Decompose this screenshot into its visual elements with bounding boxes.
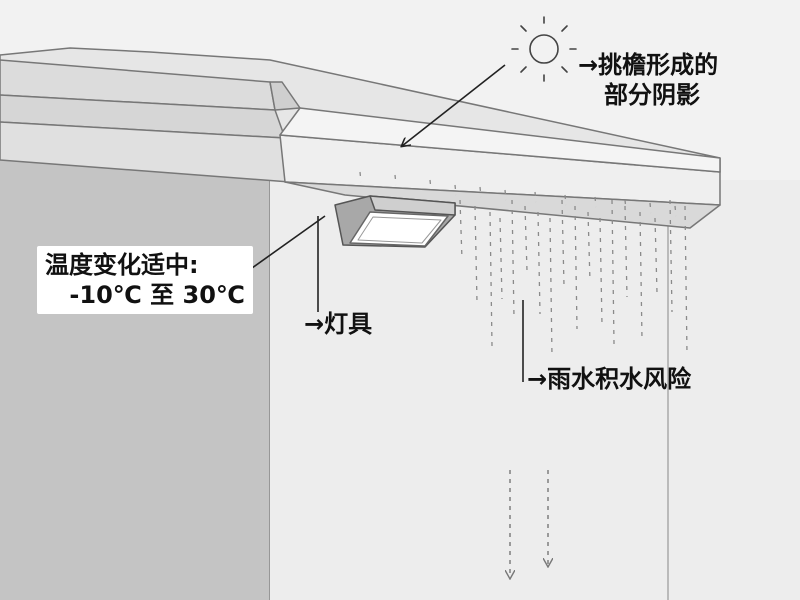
rain-streak <box>459 199 463 261</box>
rain-streak <box>549 217 553 358</box>
temperature-label-line2: -10℃ 至 30℃ <box>69 281 245 309</box>
rain-drip <box>624 199 627 211</box>
rain-drip <box>649 202 652 214</box>
rain-drip <box>564 194 567 206</box>
temperature-label: 温度变化适中: -10℃ 至 30℃ <box>37 246 253 314</box>
rain-drip <box>394 174 397 186</box>
rain-risk-label: →雨水积水风险 <box>527 365 692 393</box>
rain-streak <box>599 217 603 326</box>
rain-streak <box>489 211 493 347</box>
wall-lamp <box>334 195 456 248</box>
rain-streak <box>654 217 658 294</box>
eave-shadow-label: →挑檐形成的 部分阴影 <box>578 50 718 110</box>
eave-shadow-label-line2: 部分阴影 <box>604 81 700 109</box>
rain-drip <box>479 186 482 198</box>
lit-wall <box>270 180 800 600</box>
shaded-wall <box>0 160 270 600</box>
sun-arrow-line <box>402 64 506 146</box>
temperature-label-line1: 温度变化适中: <box>45 251 199 279</box>
rain-drip <box>359 171 362 183</box>
rain-streak <box>537 211 541 315</box>
rain-drip <box>504 189 507 201</box>
rain-streak <box>574 205 578 330</box>
rain-streak <box>587 211 591 283</box>
rain-drip <box>429 179 432 191</box>
lamp-label: →灯具 <box>304 310 373 338</box>
rain-streak <box>561 199 565 287</box>
roof-eave <box>0 47 721 229</box>
rain-drip <box>674 205 677 217</box>
rain-streak <box>669 199 673 313</box>
rain-streak <box>524 205 528 272</box>
rain-drip <box>454 184 457 196</box>
rain-streaks <box>359 171 688 358</box>
rain-streak <box>611 199 615 345</box>
sun-icon <box>511 16 577 82</box>
rain-streak <box>499 217 503 300</box>
rain-drip <box>534 191 537 203</box>
rain-streak <box>639 211 643 341</box>
eave-shadow-label-line1: →挑檐形成的 <box>578 51 719 79</box>
rain-streak <box>474 205 478 304</box>
rain-drip <box>594 196 597 208</box>
